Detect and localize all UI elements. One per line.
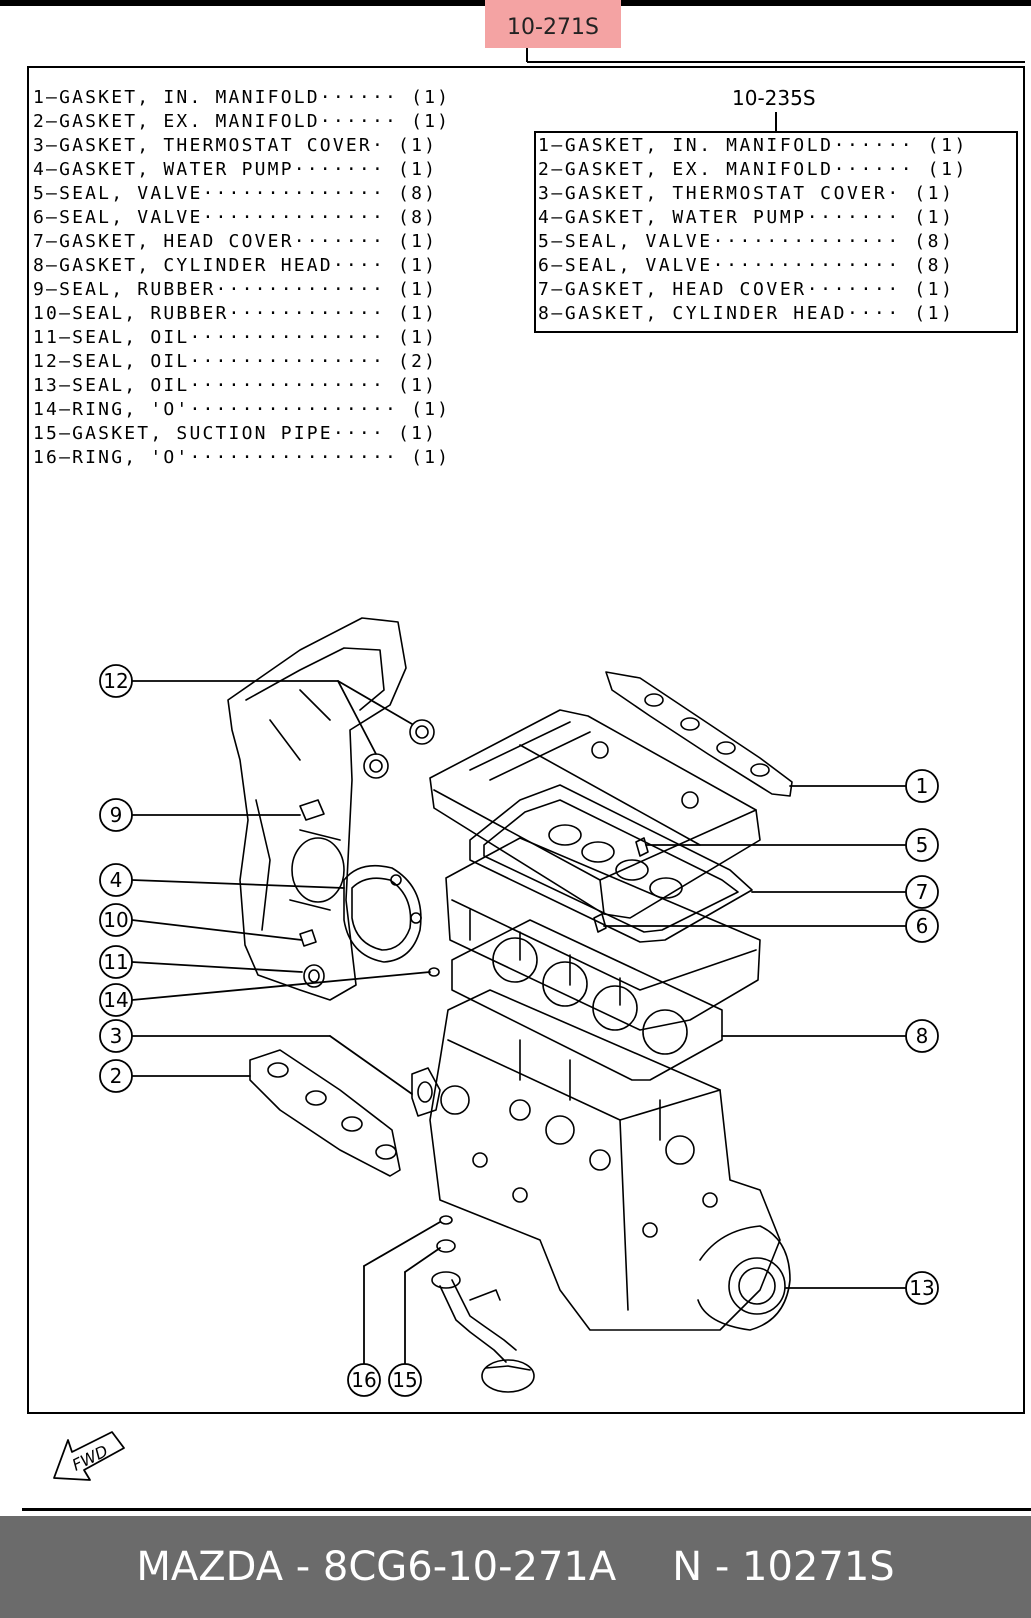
bottom-rule: [22, 1508, 1031, 1511]
list-item: 4—GASKET, WATER PUMP······· (1): [538, 207, 955, 228]
timing-cover-outline: [227, 617, 407, 1001]
engine-block-outline: [429, 989, 781, 1331]
list-item: 2—GASKET, EX. MANIFOLD······ (1): [33, 111, 451, 132]
callout-labels: 1 2 3 4 5 6 7 8 9 10 11 12 13 14 15 16: [103, 669, 934, 1392]
list-item: 6—SEAL, VALVE·············· (8): [33, 207, 438, 228]
callout-circles: [99, 664, 939, 1397]
water-pump-gasket: [343, 864, 422, 963]
oil-suction-pipe: [431, 1239, 535, 1393]
oem-part-number: MAZDA - 8CG6-10-271A: [136, 1544, 617, 1590]
callout-9: 9: [110, 803, 123, 827]
callout-4: 4: [110, 868, 123, 892]
list-item: 10—SEAL, RUBBER············ (1): [33, 303, 438, 324]
direction-label: FWD: [69, 1441, 111, 1474]
list-item: 8—GASKET, CYLINDER HEAD···· (1): [538, 303, 955, 324]
list-item: 3—GASKET, THERMOSTAT COVER· (1): [538, 183, 955, 204]
list-item: 13—SEAL, OIL··············· (1): [33, 375, 438, 396]
callout-8: 8: [916, 1024, 929, 1048]
callout-10: 10: [103, 908, 128, 932]
callout-16: 16: [351, 1368, 376, 1392]
thermostat-cover-gasket: [411, 1067, 441, 1117]
part-number-footer: MAZDA - 8CG6-10-271A N - 10271S: [0, 1516, 1031, 1618]
leader-lines: [131, 680, 907, 1381]
list-item: 7—GASKET, HEAD COVER······· (1): [33, 231, 438, 252]
aftermarket-part-number: N - 10271S: [672, 1544, 895, 1590]
exhaust-manifold-gasket: [249, 1049, 401, 1177]
list-item: 8—GASKET, CYLINDER HEAD···· (1): [33, 255, 438, 276]
list-item: 6—SEAL, VALVE·············· (8): [538, 255, 955, 276]
sub-kit-list: 1—GASKET, IN. MANIFOLD······ (1) 2—GASKE…: [538, 134, 968, 326]
list-item: 9—SEAL, RUBBER············· (1): [33, 279, 438, 300]
cylinder-head-outline: [445, 837, 761, 1031]
head-cover-outline: [429, 709, 761, 919]
list-item: 11—SEAL, OIL··············· (1): [33, 327, 438, 348]
list-item: 2—GASKET, EX. MANIFOLD······ (1): [538, 159, 968, 180]
sub-kit-code: 10-235S: [732, 86, 816, 110]
rubber-seals: [299, 799, 325, 947]
intake-manifold-gasket: [605, 671, 793, 797]
valve-seals: [593, 837, 649, 933]
forward-arrow-icon: FWD: [53, 1431, 125, 1481]
callout-13: 13: [909, 1276, 934, 1300]
list-item: 16—RING, 'O'················ (1): [33, 447, 451, 468]
list-item: 5—SEAL, VALVE·············· (8): [538, 231, 955, 252]
head-cover-gasket: [469, 784, 753, 943]
list-item: 12—SEAL, OIL··············· (2): [33, 351, 438, 372]
callout-15: 15: [392, 1368, 417, 1392]
callout-14: 14: [103, 988, 128, 1012]
list-item: 5—SEAL, VALVE·············· (8): [33, 183, 438, 204]
callout-5: 5: [916, 833, 929, 857]
list-item: 7—GASKET, HEAD COVER······· (1): [538, 279, 955, 300]
callout-11: 11: [103, 950, 128, 974]
cylinder-head-gasket: [451, 919, 723, 1081]
parts-list: 1—GASKET, IN. MANIFOLD······ (1) 2—GASKE…: [33, 86, 450, 470]
callout-7: 7: [916, 880, 929, 904]
list-item: 15—GASKET, SUCTION PIPE···· (1): [33, 423, 438, 444]
callout-2: 2: [110, 1064, 123, 1088]
list-item: 1—GASKET, IN. MANIFOLD······ (1): [538, 135, 968, 156]
group-code-tag: 10-271S: [485, 0, 621, 48]
list-item: 4—GASKET, WATER PUMP······· (1): [33, 159, 438, 180]
callout-6: 6: [916, 914, 929, 938]
oil-seals: [303, 719, 791, 1331]
callout-12: 12: [103, 669, 128, 693]
o-rings: [428, 967, 453, 1225]
list-item: 1—GASKET, IN. MANIFOLD······ (1): [33, 87, 451, 108]
callout-3: 3: [110, 1024, 123, 1048]
list-item: 3—GASKET, THERMOSTAT COVER· (1): [33, 135, 438, 156]
list-item: 14—RING, 'O'················ (1): [33, 399, 451, 420]
sub-kit-box: [534, 131, 1018, 333]
diagram-frame: [27, 66, 1025, 1414]
callout-1: 1: [916, 774, 929, 798]
